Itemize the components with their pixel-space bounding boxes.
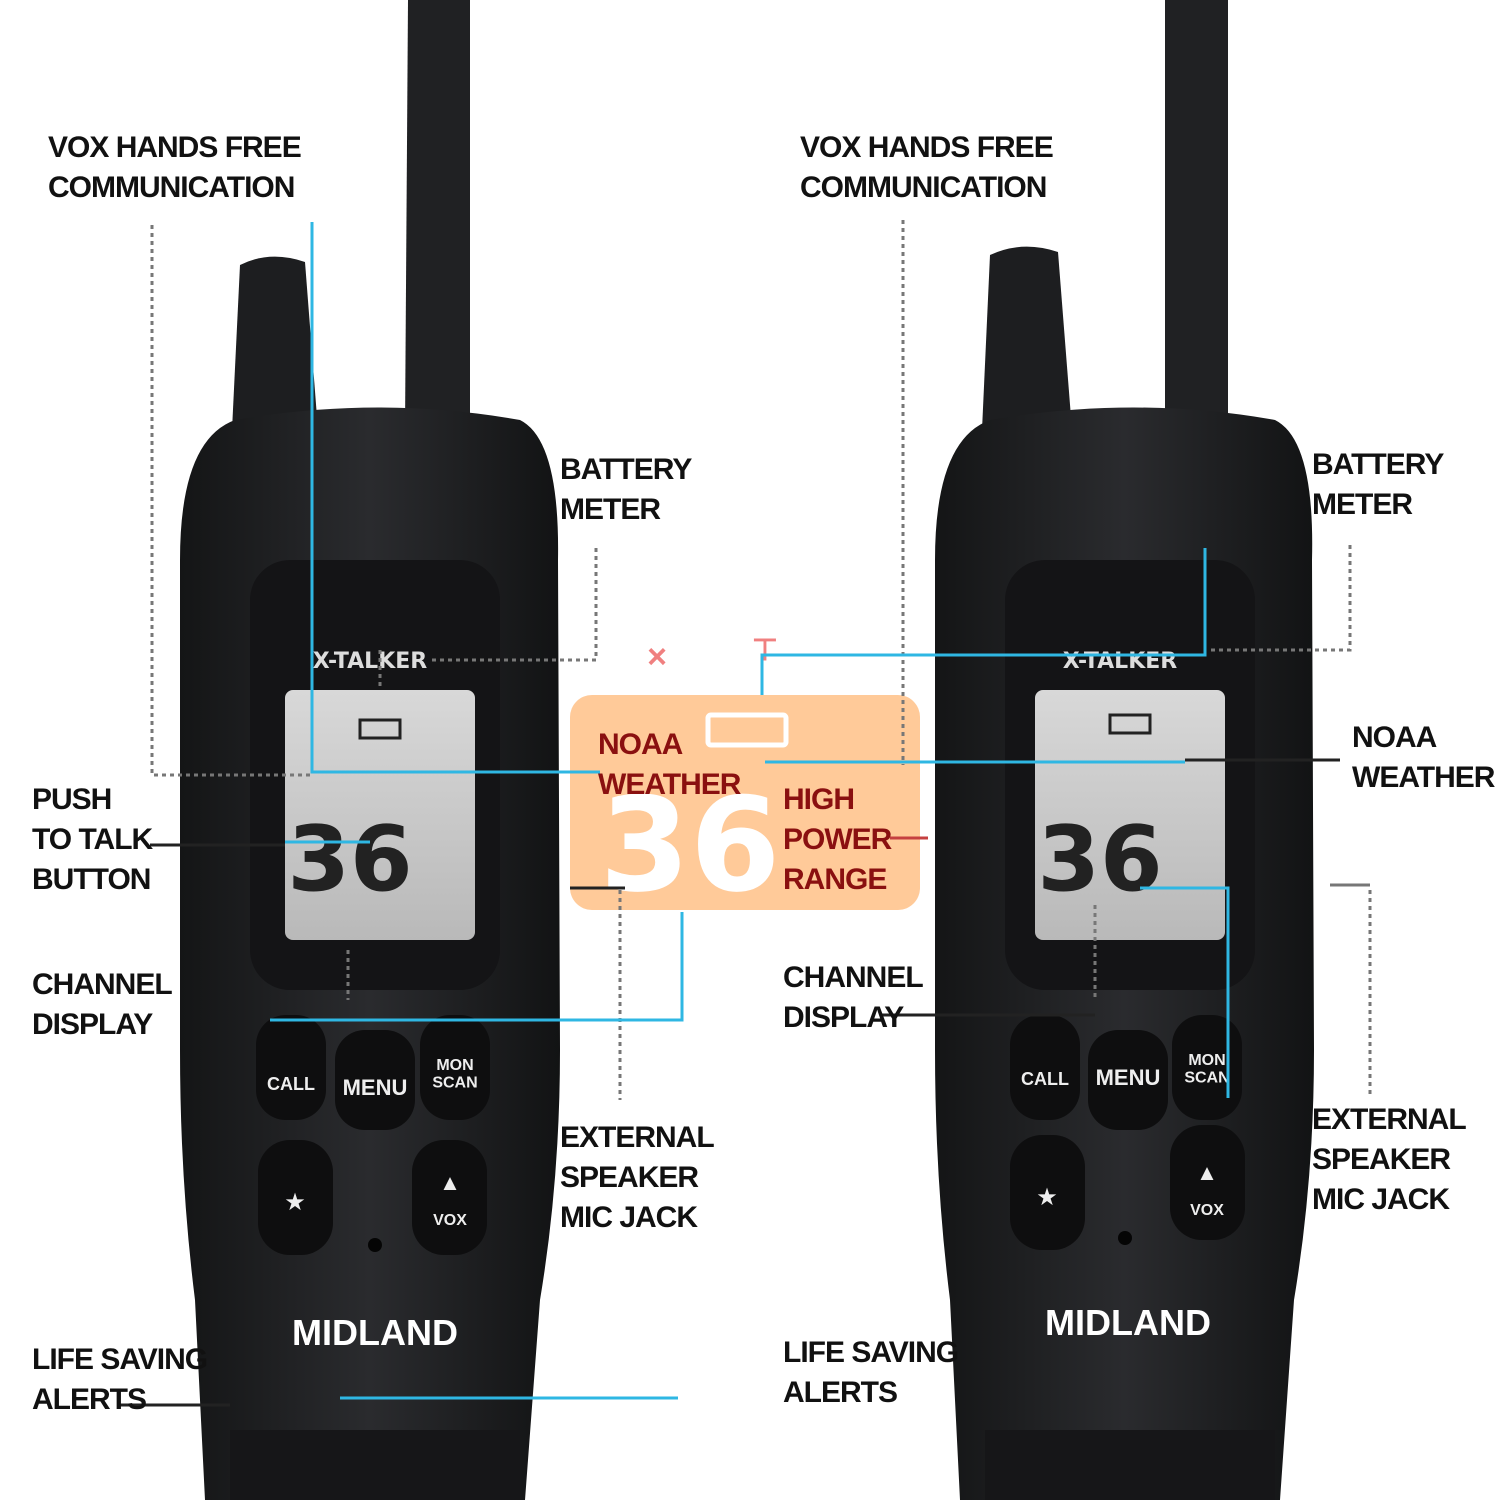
left-radio-scan-button[interactable] <box>420 1015 490 1120</box>
right-radio-lcd <box>1035 690 1225 940</box>
zoomed-lcd-battery-icon <box>705 712 789 748</box>
callout-center-high-power: HIGH POWER RANGE <box>783 783 892 896</box>
left-radio-star-icon: ★ <box>284 1189 306 1216</box>
left-radio-screen-brand: X-TALKER <box>313 649 427 674</box>
left-radio-menu-button[interactable] <box>335 1030 415 1130</box>
callout-right-channel: CHANNEL DISPLAY <box>783 961 924 1034</box>
left-radio-call-button[interactable] <box>256 1015 326 1120</box>
left-radio-brand-logo: MIDLAND <box>292 1312 458 1353</box>
callout-right-noaa: NOAA WEATHER <box>1352 721 1495 794</box>
left-radio-battery-icon <box>358 718 402 740</box>
callout-right-speaker: EXTERNAL SPEAKER MIC JACK <box>1312 1103 1467 1216</box>
right-radio-channel-digits: 36 <box>1037 807 1162 912</box>
left-radio-mic-hole <box>368 1238 382 1252</box>
right-radio-short-antenna <box>982 246 1072 430</box>
left-radio-vox-label: VOX <box>433 1212 467 1229</box>
left-radio-menu-label: MENU <box>343 1075 408 1100</box>
right-radio-up-button[interactable] <box>1170 1125 1245 1240</box>
zoomed-lcd-close-mark-icon: × <box>647 638 667 676</box>
right-radio-scan-button[interactable] <box>1172 1015 1242 1120</box>
callout-center-speaker: EXTERNAL SPEAKER MIC JACK <box>560 1121 715 1234</box>
right-radio-call-label: CALL <box>1021 1069 1069 1089</box>
right-radio-long-antenna <box>1165 0 1228 445</box>
callout-right-lanyard: LIFE SAVING ALERTS <box>783 1336 959 1409</box>
callout-center-noaa: NOAA WEATHER <box>598 728 741 801</box>
callout-left-vox: VOX HANDS FREE COMMUNICATION <box>48 131 302 204</box>
left-radio-call-label: CALL <box>267 1074 315 1094</box>
right-radio-call-button[interactable] <box>1010 1015 1080 1120</box>
left-radio-up-button[interactable] <box>412 1140 487 1255</box>
right-radio-up-arrow-icon: ▲ <box>1196 1160 1218 1185</box>
zoomed-lcd-panel <box>570 695 920 910</box>
right-radio-battery-icon <box>1108 713 1152 735</box>
right-radio-vox-label: VOX <box>1190 1202 1224 1219</box>
right-radio-grille <box>985 1430 1275 1500</box>
right-radio-menu-label: MENU <box>1096 1065 1161 1090</box>
right-radio-mic-hole <box>1118 1231 1132 1245</box>
callout-left-channel: CHANNEL DISPLAY <box>32 968 173 1041</box>
left-radio-grille <box>230 1430 520 1500</box>
right-radio-brand-logo: MIDLAND <box>1045 1302 1211 1343</box>
callout-right-vox: VOX HANDS FREE COMMUNICATION <box>800 131 1054 204</box>
leader-lines <box>120 220 1372 1407</box>
left-radio-channel-digits: 36 <box>287 807 412 912</box>
zoomed-lcd-tick-mark-icon: ⊤ <box>752 634 778 667</box>
callout-right-battery: BATTERY METER <box>1312 448 1444 521</box>
right-radio-star-icon: ★ <box>1036 1184 1058 1211</box>
right-radio-menu-button[interactable] <box>1088 1030 1168 1130</box>
left-radio-up-arrow-icon: ▲ <box>439 1170 461 1195</box>
right-radio-down-button[interactable] <box>1010 1135 1085 1250</box>
left-radio-down-button[interactable] <box>258 1140 333 1255</box>
left-radio-short-antenna <box>232 256 318 430</box>
zoomed-lcd-channel-digits: 36 <box>600 769 781 921</box>
left-radio-long-antenna <box>405 0 470 445</box>
callout-left-ptt: PUSH TO TALK BUTTON <box>32 783 153 896</box>
right-radio-screen-brand: X-TALKER <box>1063 649 1177 674</box>
callout-left-battery: BATTERY METER <box>560 453 692 526</box>
callout-left-lanyard: LIFE SAVING ALERTS <box>32 1343 208 1416</box>
left-radio-lcd <box>285 690 475 940</box>
zoomed-lcd-callout: 36 × ⊤ <box>570 634 920 921</box>
